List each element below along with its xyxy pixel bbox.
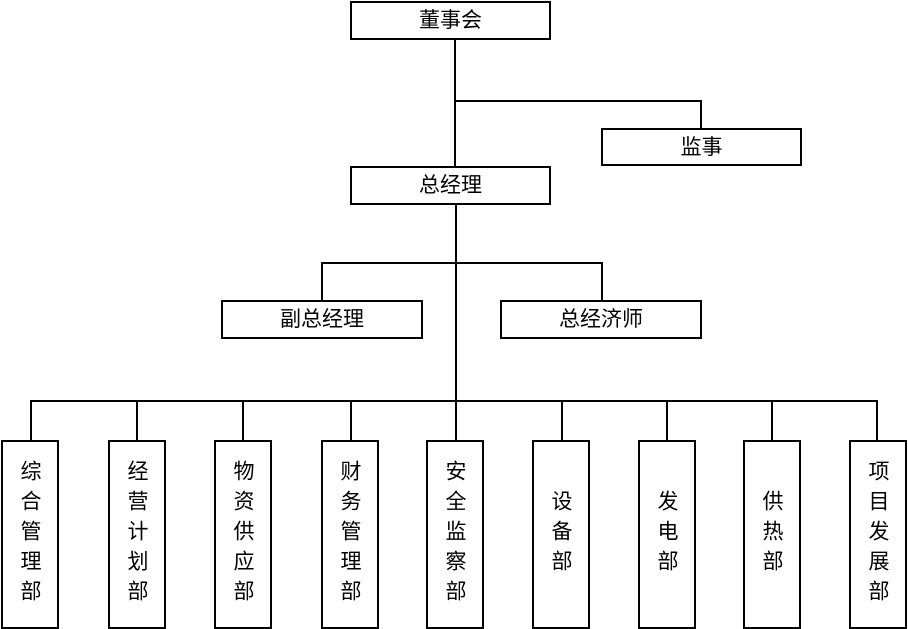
board-node: 董事会 — [350, 1, 551, 40]
department-label: 综合管理部 — [18, 459, 42, 610]
department-node: 物资供应部 — [214, 440, 272, 629]
connector-deputies-h — [321, 262, 603, 264]
department-node: 设备部 — [532, 440, 590, 629]
connector-dept-4 — [350, 400, 352, 441]
department-label: 设备部 — [549, 489, 573, 580]
connector-board-to-gm — [454, 39, 456, 167]
department-node: 发电部 — [638, 440, 696, 629]
connector-dept-8 — [771, 400, 773, 441]
department-node: 经营计划部 — [108, 440, 166, 629]
connector-to-deputy-gm — [321, 262, 323, 301]
department-node: 综合管理部 — [1, 440, 59, 629]
department-node: 财务管理部 — [321, 440, 379, 629]
department-node: 项目发展部 — [849, 440, 907, 629]
general-manager-node: 总经理 — [350, 166, 551, 205]
department-label: 安全监察部 — [443, 459, 467, 610]
deputy-general-manager-node: 副总经理 — [221, 300, 423, 339]
connector-dept-3 — [242, 400, 244, 441]
department-node: 供热部 — [743, 440, 801, 629]
connector-dept-6 — [561, 400, 563, 441]
connector-to-supervisor-h — [454, 100, 702, 102]
department-label: 财务管理部 — [338, 459, 362, 610]
department-label: 供热部 — [760, 489, 784, 580]
connector-dept-5 — [455, 400, 457, 441]
connector-gm-to-departments — [455, 204, 457, 402]
connector-dept-1 — [30, 400, 32, 441]
connector-dept-9 — [876, 400, 878, 441]
connector-dept-2 — [136, 400, 138, 441]
connector-to-supervisor-v — [700, 100, 702, 129]
supervisor-node: 监事 — [601, 128, 802, 166]
connector-departments-h — [30, 400, 878, 402]
chief-economist-node: 总经济师 — [500, 300, 702, 339]
connector-to-chief-economist — [601, 262, 603, 301]
department-label: 项目发展部 — [866, 459, 890, 610]
connector-dept-7 — [666, 400, 668, 441]
department-label: 物资供应部 — [231, 459, 255, 610]
department-node: 安全监察部 — [426, 440, 484, 629]
department-label: 经营计划部 — [125, 459, 149, 610]
department-label: 发电部 — [655, 489, 679, 580]
